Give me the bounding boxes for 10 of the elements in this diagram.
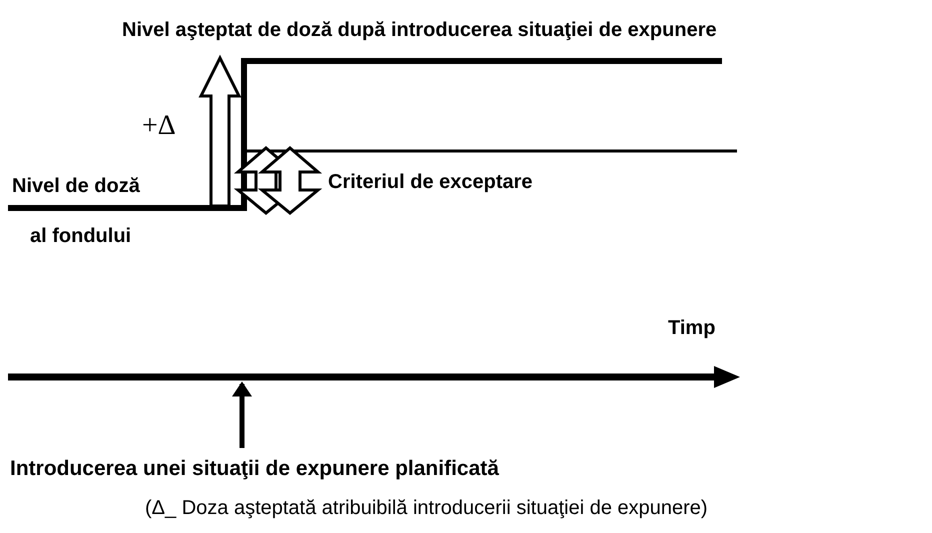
arrow — [232, 382, 252, 448]
delta-label: +Δ — [142, 112, 176, 140]
level-label: Nivel de doză — [12, 176, 140, 196]
caption: (Δ_ Doza aşteptată atribuibilă introducerii situaţiei de expunere) — [145, 496, 708, 520]
axis-label: Timp — [668, 318, 716, 338]
criterion-label: Criteriul de exceptare — [328, 172, 533, 192]
level-label: Nivel aşteptat de doză după introducerea situaţiei de expunere — [122, 20, 717, 40]
event-label: Introducerea unei situaţii de expunere planificată — [10, 456, 499, 482]
time-axis — [8, 366, 740, 388]
level-label: al fondului — [30, 226, 132, 246]
